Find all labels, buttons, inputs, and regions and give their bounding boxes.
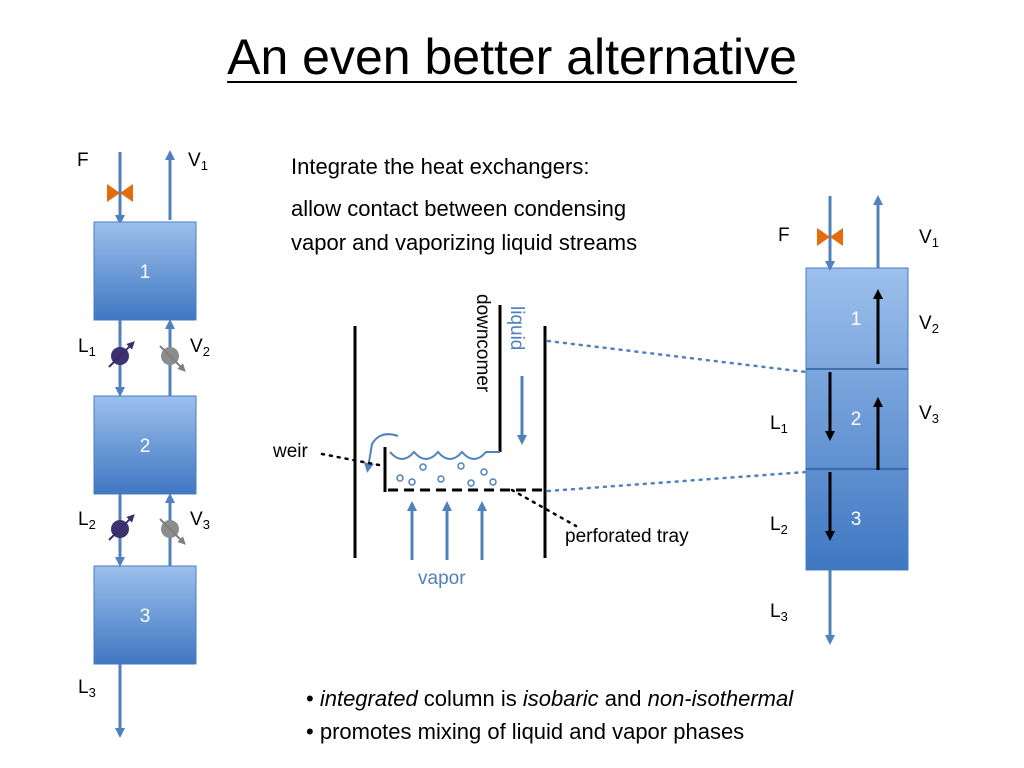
- left-heat-exchanger-1-icon: [108, 341, 186, 372]
- bullet-1-text-a: column is: [417, 686, 523, 711]
- right-v1-label: V1: [919, 227, 939, 250]
- left-stage-1-label: 1: [140, 262, 151, 283]
- left-v3-label: V3: [190, 509, 210, 532]
- left-v2-label: V2: [190, 336, 210, 359]
- weir-leader: [320, 452, 386, 468]
- liquid-surface: [389, 450, 500, 460]
- bullet-1: • integrated column is isobaric and non-…: [306, 682, 793, 716]
- page-title: An even better alternative: [227, 29, 797, 85]
- right-l1-label: L1: [770, 413, 788, 436]
- right-column-box: [805, 267, 909, 571]
- right-column-diagram: 1 2 3 F V1 V2 V3 L1 L2 L3: [770, 195, 939, 645]
- overflow-arrow: [363, 433, 399, 473]
- weir-label: weir: [272, 441, 309, 462]
- right-feed-valve-icon: [817, 228, 843, 246]
- left-stage-3-label: 3: [140, 606, 151, 627]
- left-v1-label: V1: [188, 150, 208, 173]
- bullet-1-integrated: integrated: [319, 686, 418, 711]
- bullet-2: • promotes mixing of liquid and vapor ph…: [306, 715, 744, 749]
- bullet-2-text: promotes mixing of liquid and vapor phas…: [319, 719, 745, 744]
- intro-line-1: Integrate the heat exchangers:: [291, 154, 590, 179]
- right-stage-1-label: 1: [851, 309, 862, 330]
- bullet-1-nonisothermal: non-isothermal: [647, 686, 794, 711]
- left-stage-3-box: [93, 565, 197, 665]
- tray-detail-diagram: downcomer liquid weir vapor perforated t…: [272, 294, 808, 589]
- right-v2-label: V2: [919, 313, 939, 336]
- liquid-label: liquid: [506, 306, 527, 350]
- vapor-label: vapor: [418, 568, 466, 589]
- left-l3-label: L3: [78, 677, 96, 700]
- right-stage-2-label: 2: [851, 409, 862, 430]
- left-l2-label: L2: [78, 509, 96, 532]
- right-feed-label: F: [778, 225, 790, 246]
- downcomer-label: downcomer: [472, 294, 493, 393]
- bullet-dot: •: [306, 686, 314, 711]
- zoom-leader-bottom: [546, 470, 808, 493]
- left-feed-label: F: [77, 150, 89, 171]
- right-v3-label: V3: [919, 403, 939, 426]
- intro-line-3: vapor and vaporizing liquid streams: [291, 230, 638, 255]
- bullet-1-text-b: and: [598, 686, 648, 711]
- left-column-diagram: 1 2 3 F V1 L1 V2 L2 V3 L3: [77, 150, 210, 738]
- left-l1-label: L1: [78, 336, 96, 359]
- right-l2-label: L2: [770, 514, 788, 537]
- left-feed-valve-icon: [107, 184, 133, 202]
- left-stage-2-label: 2: [140, 436, 151, 457]
- perforated-tray-label: perforated tray: [565, 526, 689, 547]
- left-stage-1-box: [93, 221, 197, 321]
- bullet-dot: •: [306, 719, 314, 744]
- left-heat-exchanger-2-icon: [108, 514, 186, 545]
- intro-line-2: allow contact between condensing: [291, 196, 627, 221]
- left-stage-2-box: [93, 395, 197, 495]
- bullet-1-isobaric: isobaric: [522, 686, 599, 711]
- right-l3-label: L3: [770, 601, 788, 624]
- vapor-bubbles-icon: [396, 462, 497, 487]
- zoom-leader-top: [546, 339, 808, 374]
- right-stage-3-label: 3: [851, 509, 862, 530]
